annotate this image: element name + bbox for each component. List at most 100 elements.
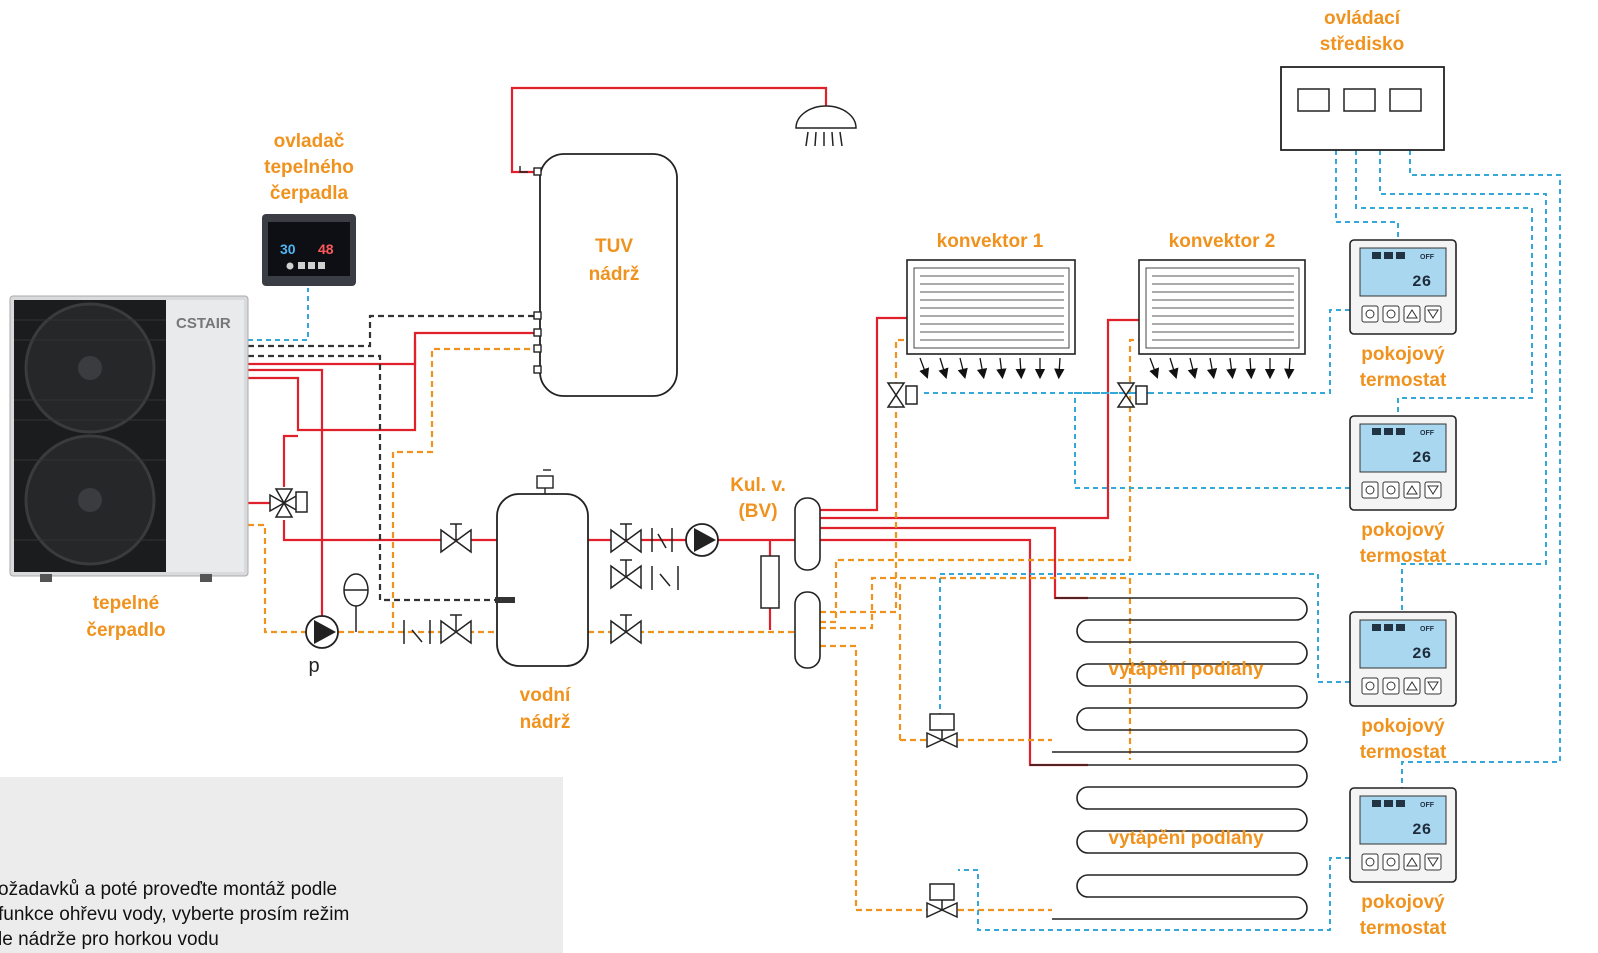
water-tank-label-2: nádrž [520, 712, 571, 733]
note-line-3: le nádrže pro horkou vodu [0, 929, 219, 950]
arrow-up-icon [1403, 853, 1421, 871]
thermostat-status: OFF [1420, 802, 1435, 809]
valves [269, 382, 1148, 919]
fan-icon [1361, 853, 1379, 871]
heat-pump-label-1: tepelné [93, 593, 160, 614]
floor-heating-loop-1 [1052, 597, 1308, 753]
control-center-box [1280, 66, 1445, 151]
arrow-down-icon [1424, 677, 1442, 695]
floor-heating-label-2: vytápění podlahy [1108, 828, 1264, 849]
clock-icon [1382, 305, 1400, 323]
water-tank [496, 493, 589, 667]
thermostat-status: OFF [1420, 626, 1435, 633]
thermostat-status: OFF [1420, 254, 1435, 261]
actuator-valve-icon [926, 713, 958, 749]
thermostat-mode-icon [1372, 624, 1381, 631]
thermostat-mode-icon [1372, 252, 1381, 259]
heat-pump-label-2: čerpadlo [86, 620, 165, 641]
shower-head-icon [795, 105, 857, 147]
control-wires [248, 150, 1561, 931]
convector-1-label: konvektor 1 [937, 231, 1044, 252]
arrow-up-icon [1403, 677, 1421, 695]
arrow-up-icon [1403, 481, 1421, 499]
tuv-tank [539, 153, 678, 397]
convector-2-label: konvektor 2 [1169, 231, 1276, 252]
check-valve-icon [651, 566, 679, 590]
tuv-tank-label-1: TUV [595, 236, 633, 257]
hp-brand-logo: CSTAIR [176, 315, 231, 332]
thermostat-mode-icon [1384, 800, 1393, 807]
thermostat-temp: 26 [1412, 273, 1431, 291]
thermostat-label-2: termostat [1360, 918, 1447, 939]
gate-valve-icon [610, 559, 642, 590]
convector-1-unit [906, 259, 1076, 380]
thermostat-status: OFF [1420, 430, 1435, 437]
thermostat-label-1: pokojový [1361, 892, 1445, 913]
arrow-down-icon [1424, 853, 1442, 871]
thermostat-mode-icon [1396, 428, 1405, 435]
arrow-up-icon [1403, 305, 1421, 323]
clock-icon [1382, 677, 1400, 695]
convector-2-unit [1138, 259, 1306, 380]
fan-icon [1361, 305, 1379, 323]
thermostat-temp: 26 [1412, 821, 1431, 839]
hp-controller-label-2: tepelného [264, 157, 354, 178]
fan-icon [1361, 481, 1379, 499]
thermostat-temp: 26 [1412, 645, 1431, 663]
room-thermostat-4: OFF 26 pokojový termostat [1349, 787, 1457, 939]
clock-icon [1382, 853, 1400, 871]
thermostat-mode-icon [1396, 252, 1405, 259]
water-tank-label-1: vodní [520, 685, 571, 706]
note-box: ožadavků a poté proveďte montáž podle fu… [0, 777, 563, 953]
hp-controller-device: 30 48 [262, 214, 356, 286]
hp-display-temp-left: 30 [280, 241, 296, 257]
supply-manifold [794, 497, 821, 571]
check-valve-icon [403, 620, 431, 644]
thermostat-label-1: pokojový [1361, 716, 1445, 737]
thermostat-label-2: termostat [1360, 546, 1447, 567]
thermostat-label-1: pokojový [1361, 344, 1445, 365]
tuv-tank-label-2: nádrž [589, 264, 640, 285]
room-thermostat-2: OFF 26 pokojový termostat [1349, 415, 1457, 567]
thermostat-mode-icon [1384, 624, 1393, 631]
ball-valve-label-2: (BV) [738, 501, 777, 522]
fan-icon [1361, 677, 1379, 695]
actuator-valve-icon [926, 883, 958, 919]
room-thermostat-1: OFF 26 pokojový termostat [1349, 239, 1457, 391]
control-center-label-2: středisko [1320, 34, 1404, 55]
arrow-down-icon [1424, 481, 1442, 499]
air-vent-icon [536, 469, 554, 494]
arrow-down-icon [1424, 305, 1442, 323]
gate-valve-icon [610, 614, 642, 645]
hp-controller-label-3: čerpadla [270, 183, 349, 204]
gate-valve-icon [440, 523, 472, 554]
note-line-1: ožadavků a poté proveďte montáž podle [0, 879, 338, 900]
hp-controller-label-1: ovladač [274, 131, 345, 152]
pump-label: p [308, 655, 319, 677]
note-line-2: funkce ohřevu vody, vyberte prosím režim [0, 904, 350, 925]
control-center-label-1: ovládací [1324, 8, 1401, 29]
thermostat-mode-icon [1372, 800, 1381, 807]
check-valve-icon [651, 528, 673, 552]
clock-icon [1382, 481, 1400, 499]
thermostat-temp: 26 [1412, 449, 1431, 467]
thermostat-mode-icon [1384, 252, 1393, 259]
thermostat-label-2: termostat [1360, 742, 1447, 763]
two-way-valve-icon [886, 382, 918, 408]
thermostat-label-2: termostat [1360, 370, 1447, 391]
thermostat-mode-icon [1396, 800, 1405, 807]
floor-heating-loop-2 [1030, 764, 1308, 920]
thermostat-label-1: pokojový [1361, 520, 1445, 541]
hp-display-temp-right: 48 [318, 241, 334, 257]
return-manifold [794, 591, 821, 669]
room-thermostat-3: OFF 26 pokojový termostat [1349, 611, 1457, 763]
thermostat-mode-icon [1396, 624, 1405, 631]
gate-valve-icon [440, 614, 472, 645]
heat-pump-unit: CSTAIR [9, 295, 249, 582]
thermostat-mode-icon [1372, 428, 1381, 435]
two-way-valve-icon [1116, 382, 1148, 408]
gate-valve-icon [610, 523, 642, 554]
ball-valve-label-1: Kul. v. [730, 475, 786, 496]
thermostat-mode-icon [1384, 428, 1393, 435]
